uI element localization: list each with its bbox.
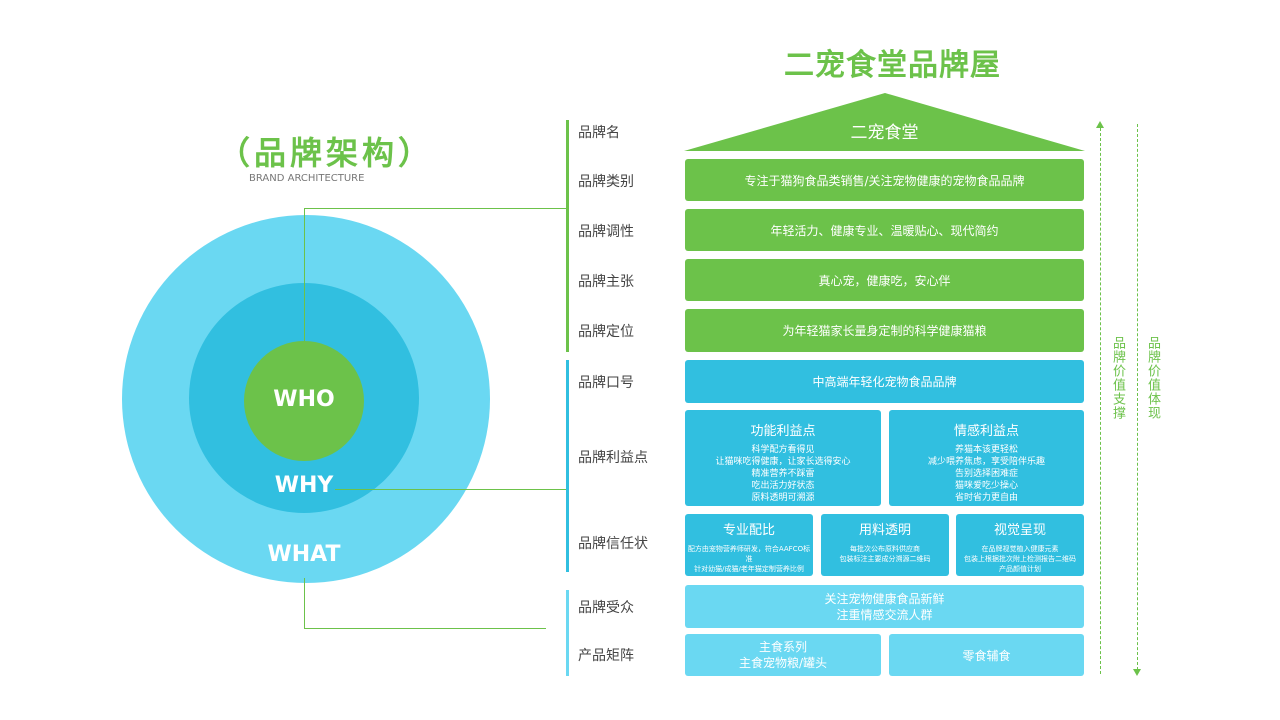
what-connector-horizontal xyxy=(304,628,546,629)
trust-card-line: 配方由宠物营养师研发，符合AAFCO标准 xyxy=(687,545,811,563)
who-connector-horizontal xyxy=(304,208,566,209)
label-brand-category: 品牌类别 xyxy=(578,174,634,190)
trust-card-line: 产品颜值计划 xyxy=(999,565,1041,573)
label-brand-claim: 品牌主张 xyxy=(578,274,634,290)
why-connector xyxy=(335,489,566,490)
value-embody-dashed-line xyxy=(1137,124,1138,670)
label-brand-name: 品牌名 xyxy=(578,125,620,141)
main-food-box: 主食系列 主食宠物粮/罐头 xyxy=(685,634,881,676)
functional-benefit-line: 原料透明可溯源 xyxy=(751,493,815,503)
arrow-down-icon xyxy=(1133,669,1141,676)
functional-benefit-line: 精准营养不踩雷 xyxy=(751,469,815,479)
brand-slogan-value: 中高端年轻化宠物食品品牌 xyxy=(812,375,957,389)
value-embody-label: 品牌价值体现 xyxy=(1145,336,1160,420)
brand-slogan-box: 中高端年轻化宠物食品品牌 xyxy=(685,360,1084,403)
label-brand-positioning: 品牌定位 xyxy=(578,324,634,340)
functional-benefit-line: 让猫咪吃得健康，让家长选得安心 xyxy=(715,457,851,467)
arrow-up-icon xyxy=(1096,121,1104,128)
brand-tone-box: 年轻活力、健康专业、温暖贴心、现代简约 xyxy=(685,209,1084,251)
snack-box: 零食辅食 xyxy=(889,634,1084,676)
brand-tone-value: 年轻活力、健康专业、温暖贴心、现代简约 xyxy=(770,223,999,238)
house-roof xyxy=(684,93,1085,151)
label-brand-slogan: 品牌口号 xyxy=(578,375,634,391)
brand-claim-value: 真心宠，健康吃，安心伴 xyxy=(818,273,951,288)
brand-positioning-box: 为年轻猫家长量身定制的科学健康猫粮 xyxy=(685,309,1084,352)
brand-audience-box: 关注宠物健康食品新鲜 注重情感交流人群 xyxy=(685,585,1084,628)
trust-card-line: 包装标注主要成分溯源二维码 xyxy=(839,555,931,563)
emotional-benefit-title: 情感利益点 xyxy=(953,424,1019,439)
main-food-line: 主食宠物粮/罐头 xyxy=(738,656,828,670)
what-group-bar xyxy=(566,590,569,676)
trust-card-title: 视觉呈现 xyxy=(993,523,1046,538)
emotional-benefit-line: 猫咪爱吃少操心 xyxy=(954,481,1018,491)
brand-category-box: 专注于猫狗食品类销售/关注宠物健康的宠物食品品牌 xyxy=(685,159,1084,201)
emotional-benefit-line: 省时省力更自由 xyxy=(954,493,1018,503)
what-label: WHAT xyxy=(267,542,341,567)
brand-audience-line: 注重情感交流人群 xyxy=(836,607,933,622)
why-label: WHY xyxy=(274,473,334,498)
functional-benefit-title: 功能利益点 xyxy=(750,424,816,439)
brand-positioning-value: 为年轻猫家长量身定制的科学健康猫粮 xyxy=(782,324,987,338)
trust-card-ingredients: 用料透明 每批次公布原料供应商 包装标注主要成分溯源二维码 xyxy=(821,514,949,576)
functional-benefit-line: 吃出活力好状态 xyxy=(751,481,815,491)
main-food-line: 主食系列 xyxy=(758,640,807,654)
trust-card-line: 在品牌视觉植入健康元素 xyxy=(981,545,1059,553)
emotional-benefit-line: 养猫本该更轻松 xyxy=(954,445,1018,455)
page-title: 二宠食堂品牌屋 xyxy=(784,48,1001,83)
brand-claim-box: 真心宠，健康吃，安心伴 xyxy=(685,259,1084,301)
value-support-label: 品牌价值支撑 xyxy=(1110,336,1125,420)
trust-card-line: 针对幼猫/成猫/老年猫定制营养比例 xyxy=(694,565,804,573)
emotional-benefit-line: 告别选择困难症 xyxy=(954,469,1018,479)
architecture-subtitle: BRAND ARCHITECTURE xyxy=(249,173,365,184)
what-connector-vertical xyxy=(304,578,305,629)
snack-value: 零食辅食 xyxy=(962,648,1011,663)
who-group-bar xyxy=(566,120,569,352)
trust-card-title: 用料透明 xyxy=(858,523,911,538)
trust-card-line: 每批次公布原料供应商 xyxy=(850,545,920,553)
who-circle xyxy=(244,341,364,461)
trust-card-visual: 视觉呈现 在品牌视觉植入健康元素 包装上根据批次附上检测报告二维码 产品颜值计划 xyxy=(956,514,1084,576)
why-group-bar xyxy=(566,360,569,572)
label-product-matrix: 产品矩阵 xyxy=(578,648,634,664)
brand-name-value: 二宠食堂 xyxy=(850,123,919,143)
label-brand-audience: 品牌受众 xyxy=(578,600,634,616)
who-label: WHO xyxy=(273,387,335,412)
functional-benefit-line: 科学配方看得见 xyxy=(751,445,815,455)
brand-audience-line: 关注宠物健康食品新鲜 xyxy=(824,591,945,606)
trust-card-line: 包装上根据批次附上检测报告二维码 xyxy=(964,555,1076,563)
brand-category-value: 专注于猫狗食品类销售/关注宠物健康的宠物食品品牌 xyxy=(744,173,1025,188)
label-brand-benefits: 品牌利益点 xyxy=(578,450,648,466)
trust-card-title: 专业配比 xyxy=(722,523,775,538)
emotional-benefit-line: 减少喂养焦虑，享受陪伴乐趣 xyxy=(927,457,1045,467)
who-connector-vertical xyxy=(304,208,305,341)
functional-benefit-card: 功能利益点 科学配方看得见 让猫咪吃得健康，让家长选得安心 精准营养不踩雷 吃出… xyxy=(685,410,881,506)
emotional-benefit-card: 情感利益点 养猫本该更轻松 减少喂养焦虑，享受陪伴乐趣 告别选择困难症 猫咪爱吃… xyxy=(889,410,1084,506)
trust-card-professional: 专业配比 配方由宠物营养师研发，符合AAFCO标准 针对幼猫/成猫/老年猫定制营… xyxy=(685,514,813,576)
label-brand-tone: 品牌调性 xyxy=(578,224,634,240)
label-brand-trust: 品牌信任状 xyxy=(578,536,648,552)
value-support-dashed-line xyxy=(1100,128,1101,674)
architecture-title: （品牌架构） xyxy=(218,134,435,172)
